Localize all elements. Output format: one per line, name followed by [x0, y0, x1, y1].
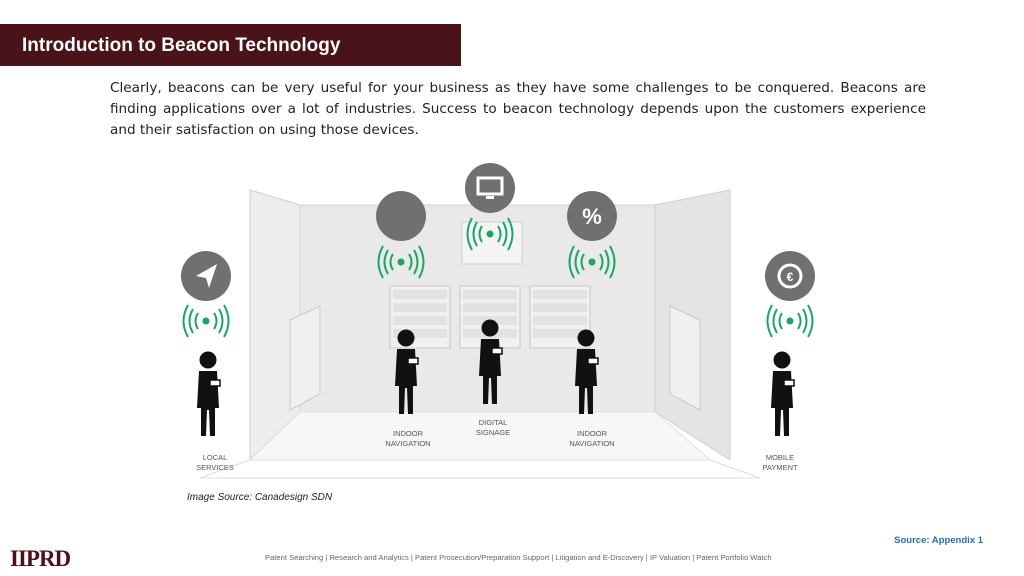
- logo-text: IIPRD: [10, 546, 71, 570]
- percent-icon: %: [567, 191, 617, 241]
- beacon-signal-icon: [182, 304, 230, 338]
- image-source-caption: Image Source: Canadesign SDN: [187, 492, 333, 503]
- label-indoor-navigation-2-line1: INDOOR: [577, 429, 608, 438]
- room-floor: [199, 459, 761, 479]
- right-shelf-unit: [669, 305, 701, 411]
- label-digital-signage-line2: SIGNAGE: [476, 428, 510, 437]
- label-digital-signage-line1: DIGITAL: [479, 418, 508, 427]
- source-appendix-link[interactable]: Source: Appendix 1: [894, 535, 983, 546]
- shelf-unit: [459, 285, 521, 349]
- monitor-icon: [465, 163, 515, 213]
- beacon-room-illustration: % € LOCAL SERVICES INDOOR NAVIGATION DIG…: [181, 163, 815, 479]
- label-mobile-payment-line2: PAYMENT: [762, 463, 798, 472]
- percent-symbol: %: [582, 204, 602, 229]
- label-indoor-navigation-line1: INDOOR: [393, 429, 424, 438]
- label-indoor-navigation-line2: NAVIGATION: [385, 439, 430, 448]
- euro-coin-icon: €: [765, 251, 815, 301]
- label-mobile-payment-line1: MOBILE: [766, 453, 794, 462]
- left-shelf-unit: [289, 305, 321, 411]
- title-bar: Introduction to Beacon Technology: [0, 24, 461, 66]
- compass-icon: [376, 191, 426, 241]
- person-figure: [770, 350, 795, 437]
- navigation-arrow-icon: [181, 251, 231, 301]
- iiprd-logo: IIPRD: [10, 546, 72, 570]
- intro-paragraph: Clearly, beacons can be very useful for …: [110, 80, 926, 138]
- person-figure: [196, 350, 221, 437]
- footer-services: Patent Searching | Research and Analytic…: [265, 553, 772, 562]
- digital-signage-screen: [461, 221, 523, 265]
- beacon-signal-icon: [766, 304, 814, 338]
- euro-symbol: €: [787, 270, 794, 284]
- room-inner-floor: [248, 411, 712, 461]
- label-indoor-navigation-2-line2: NAVIGATION: [569, 439, 614, 448]
- label-local-services-line2: SERVICES: [196, 463, 234, 472]
- page-title: Introduction to Beacon Technology: [22, 35, 341, 56]
- label-local-services-line1: LOCAL: [203, 453, 228, 462]
